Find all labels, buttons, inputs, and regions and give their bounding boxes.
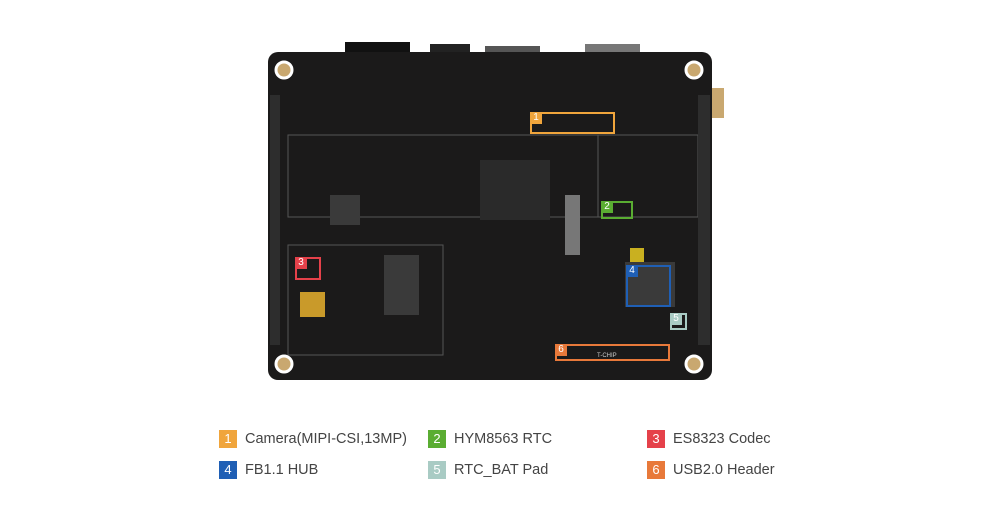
silkscreen-text: T-CHIP <box>597 353 617 359</box>
antenna-connector <box>712 88 724 118</box>
marker-1: 1 <box>530 112 615 134</box>
marker-6: 6 <box>555 344 670 361</box>
marker-3: 3 <box>295 257 321 280</box>
mounting-holes <box>274 60 704 374</box>
board-photo: T-CHIP <box>268 42 724 380</box>
pin-headers <box>270 95 710 345</box>
marker-2: 2 <box>601 201 633 219</box>
marker-4: 4 <box>626 265 671 307</box>
marker-5: 5 <box>670 313 687 330</box>
